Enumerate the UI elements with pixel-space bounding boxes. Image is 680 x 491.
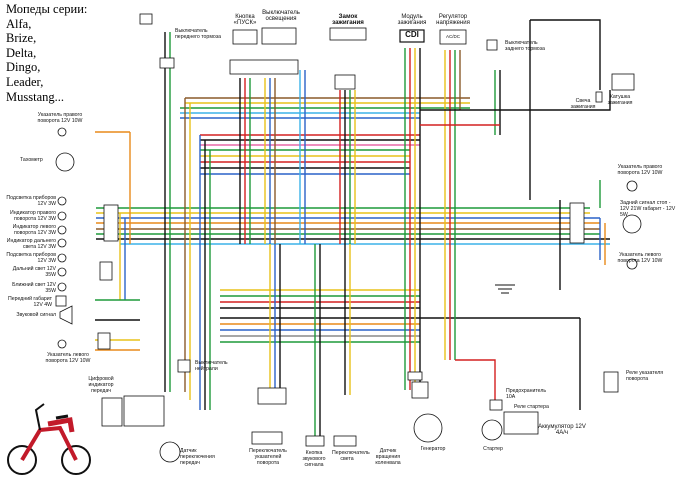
rear-brake-switch-label: Выключатель заднего тормоза <box>505 40 545 52</box>
turn-front-left-label: Указатель левого поворота 12V 10W <box>45 352 91 364</box>
model-series-header: Мопеды серии: Alfa, Brize, Delta, Dingo,… <box>6 2 116 104</box>
model-name: Delta, <box>6 45 37 60</box>
start-button-label: Кнопка «ПУСК» <box>233 14 257 26</box>
model-name: Dingo, <box>6 60 41 75</box>
turn-rear-left-label: Указатель левого поворота 12V 10W <box>617 252 663 264</box>
ignition-coil-label: Катушка зажигания <box>607 94 633 106</box>
horn-button-label: Кнопка звукового сигнала <box>302 450 326 468</box>
dimmer-switch-label: Переключатель света <box>332 450 370 462</box>
instrument-light-label: Подсветка приборов 12V 3W <box>6 195 56 207</box>
turn-front-right-label: Указатель правого поворота 12V 10W <box>37 112 83 124</box>
tachometer-label: Тахометр <box>20 157 43 163</box>
turn-relay-label: Реле указателя поворота <box>626 370 664 382</box>
battery-label: Аккумулятор 12V 4A/ч <box>538 424 586 436</box>
starter-label: Стартер <box>483 446 503 452</box>
tail-light-label: Задний сигнал стоп - 12V 21W габарит - 1… <box>620 200 676 218</box>
front-parking-label: Передний габарит 12V 4W <box>8 296 52 308</box>
instrument-light-label: Подсветка приборов 12V 3W <box>6 252 56 264</box>
high-beam-label: Дальний свет 12V 35W <box>12 266 56 278</box>
low-beam-label: Ближний свет 12V 35W <box>12 282 56 294</box>
turn-switch-label: Переключатель указателей поворота <box>249 448 287 466</box>
model-name: Brize, <box>6 31 37 46</box>
ignition-lock-label: Замок зажигания <box>332 13 364 26</box>
crank-sensor-label: Датчик вращения коленвала <box>375 448 401 466</box>
moped-illustration <box>7 403 91 475</box>
turn-rear-right-label: Указатель правого поворота 12V 10W <box>617 164 663 176</box>
light-switch-label: Выключатель освещения <box>262 10 300 22</box>
model-name: Alfa, <box>6 16 32 31</box>
cdi-text: CDI <box>405 30 419 39</box>
digital-gear-indicator-label: Цифровой индикатор передач <box>88 376 114 394</box>
gear-sensor-label: Датчик переключения передач <box>180 448 215 466</box>
generator-label: Генератор <box>420 446 446 452</box>
left-turn-indicator-label: Индикатор левого поворота 12V 3W <box>12 224 56 236</box>
model-series-title: Мопеды серии: <box>6 2 88 16</box>
front-brake-switch-label: Выключатель переднего тормоза <box>175 28 221 40</box>
neutral-switch-label: Выключатель нейтрали <box>195 360 228 372</box>
cdi-module-label: Модуль зажигания <box>397 14 427 26</box>
model-name: Leader, <box>6 74 44 89</box>
components <box>55 13 642 463</box>
starter-relay-label: Реле стартера <box>514 404 549 410</box>
right-turn-indicator-label: Индикатор правого поворота 12V 3W <box>9 210 56 222</box>
fuse-label: Предохранитель 10A <box>506 388 547 400</box>
wire-bundle <box>95 19 611 440</box>
acdc-text: AC/DC <box>445 34 460 39</box>
model-name: Musstang... <box>6 89 64 104</box>
high-beam-indicator-label: Индикатор дальнего света 12V 3W <box>6 238 56 250</box>
horn-label: Звуковой сигнал <box>16 312 56 318</box>
spark-plug-label: Свеча зажигания <box>570 98 596 110</box>
voltage-regulator-label: Регулятор напряжения <box>436 14 470 26</box>
